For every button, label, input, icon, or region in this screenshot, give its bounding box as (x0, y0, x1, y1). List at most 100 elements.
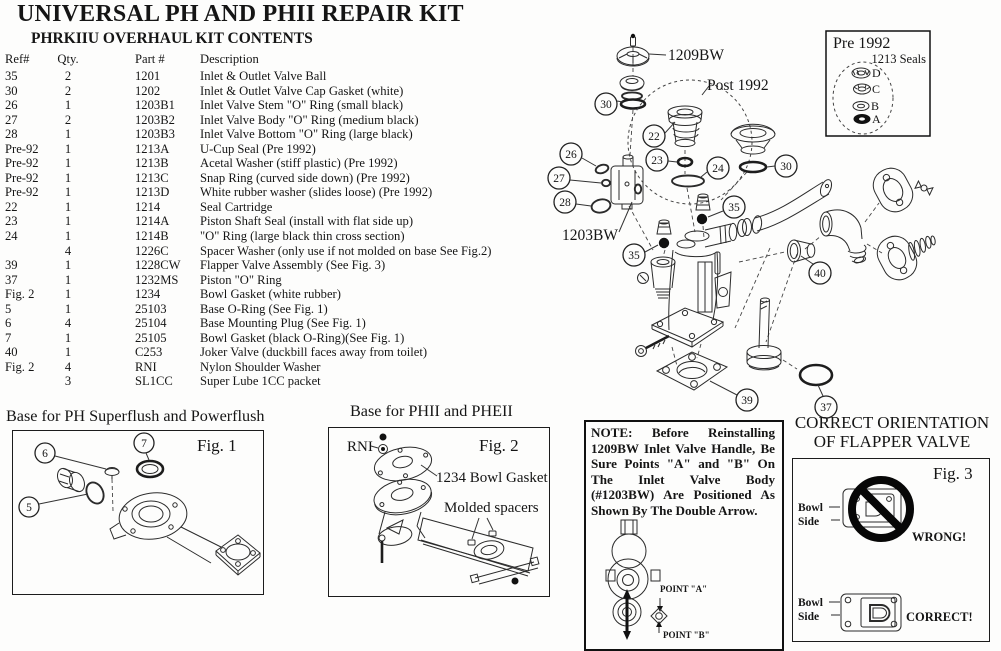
callout-35-left: 35 (622, 243, 659, 267)
base-drawing-fig2 (370, 433, 540, 585)
cell-ref: 37 (5, 272, 18, 287)
post-1992-group (627, 79, 753, 205)
cell-desc: Bowl Gasket (white rubber) (200, 287, 341, 302)
lower-flange-drawing (876, 235, 936, 281)
point-b-arrow (656, 621, 662, 633)
cell-part: 1228CW (135, 258, 181, 273)
cell-qty: 3 (64, 374, 72, 389)
seal-label-b: B (871, 99, 879, 113)
callout-6: 6 (34, 442, 107, 470)
seal-b-drawing (852, 101, 870, 111)
callout-5: 5 (18, 493, 89, 518)
cell-qty: 1 (64, 185, 72, 200)
upper-flange-drawing (872, 167, 914, 213)
cell-part: 1214A (135, 214, 170, 229)
cap-gasket-drawing (738, 160, 768, 174)
valve-body-part-label: 1203BW (562, 227, 618, 244)
cell-desc: Piston "O" Ring (200, 272, 282, 287)
table-row: 30 2 1202 Inlet & Outlet Valve Cap Gaske… (5, 84, 475, 99)
cell-desc: Snap Ring (curved side down) (Pre 1992) (200, 170, 410, 185)
cell-desc: Inlet Valve Bottom "O" Ring (large black… (200, 127, 413, 142)
cell-part: 25104 (135, 316, 167, 331)
cell-part: C253 (135, 345, 163, 360)
svg-text:37: 37 (820, 402, 832, 414)
svg-text:6: 6 (42, 448, 48, 460)
col-desc: Description (200, 52, 259, 66)
cell-ref: 39 (5, 258, 18, 273)
svg-text:28: 28 (559, 197, 571, 209)
table-row: 40 1 C253 Joker Valve (duckbill faces aw… (5, 345, 475, 360)
table-row: 27 2 1203B2 Inlet Valve Body "O" Ring (m… (5, 113, 475, 128)
cell-desc: Inlet & Outlet Valve Cap Gasket (white) (200, 83, 404, 98)
cell-ref: 27 (5, 112, 18, 127)
elbow-fitting-drawing (819, 209, 867, 264)
cell-desc: Acetal Washer (stiff plastic) (Pre 1992) (200, 156, 398, 171)
callout-39: 39 (709, 380, 759, 412)
cell-qty: 1 (64, 301, 72, 316)
cell-qty: 1 (64, 258, 72, 273)
flapper-gasket-drawing (655, 351, 729, 391)
post-1992-label: Post 1992 (707, 77, 769, 94)
svg-text:30: 30 (600, 99, 612, 111)
cell-part: 1214B (135, 229, 169, 244)
base-flange-stack-drawing (373, 478, 433, 516)
callout-23: 23 (645, 148, 678, 172)
correct-label: CORRECT! (906, 610, 973, 624)
hose-drawing (737, 179, 833, 237)
fig1-drawing: 6 7 5 (18, 432, 261, 576)
callout-28: 28 (553, 190, 592, 214)
piston-shaft-seal-drawing (676, 156, 694, 168)
cell-part: RNI (135, 359, 157, 374)
svg-text:5: 5 (26, 502, 32, 514)
pre-1992-title: Pre 1992 (833, 35, 890, 52)
pre-1992-box: Pre 1992 1213 Seals D C (825, 30, 931, 137)
molded-spacer-drawing (467, 539, 476, 546)
cell-desc: Super Lube 1CC packet (200, 374, 321, 389)
table-row: 37 1 1232MS Piston "O" Ring (5, 273, 475, 288)
callout-27: 27 (547, 166, 602, 190)
table-row: 4 1226C Spacer Washer (only use if not m… (5, 243, 492, 259)
table-row: Fig. 2 4 RNI Nylon Shoulder Washer (5, 360, 475, 375)
cell-ref: 7 (5, 330, 12, 345)
pre-1992-subtitle: 1213 Seals (871, 52, 926, 66)
cell-ref: 24 (5, 229, 18, 244)
cell-part: 1232MS (135, 272, 179, 287)
cell-part: SL1CC (135, 374, 173, 389)
table-row: 26 1 1203B1 Inlet Valve Stem "O" Ring (s… (5, 98, 475, 113)
pump-body-drawing (635, 222, 738, 357)
cell-ref: Pre-92 (5, 170, 39, 185)
seal-a-drawing (853, 114, 871, 124)
cell-ref: Fig. 2 (5, 287, 35, 302)
page-subtitle: PHRKIIU OVERHAUL KIT CONTENTS (31, 30, 313, 47)
molded-spacer-drawing (488, 530, 497, 537)
wrong-label: WRONG! (912, 530, 967, 544)
callout-24: 24 (700, 156, 730, 180)
fig3-label: Fig. 3 (933, 464, 973, 483)
cell-qty: 1 (64, 330, 72, 345)
fig1-label: Fig. 1 (197, 436, 237, 455)
table-row: 3 SL1CC Super Lube 1CC packet (5, 374, 475, 389)
cell-ref: 26 (5, 98, 18, 113)
fig2-label: Fig. 2 (479, 436, 519, 455)
fig2-box: Fig. 2 RNI 1234 Bowl Gasket Molded space… (328, 427, 550, 597)
joker-valve-drawing (787, 239, 816, 263)
cell-ref: 22 (5, 199, 18, 214)
callout-40: 40 (800, 255, 832, 285)
cell-desc: Seal Cartridge (200, 199, 273, 214)
callout-30-right: 30 (766, 154, 798, 178)
mounting-plug-drawing (57, 467, 85, 493)
cell-part: 1203B3 (135, 127, 175, 142)
cell-ref: Pre-92 (5, 156, 39, 171)
cell-part: 1213C (135, 170, 169, 185)
plug-cap-drawing (104, 467, 120, 479)
cell-qty: 1 (64, 141, 72, 156)
table-row: Fig. 2 1 1234 Bowl Gasket (white rubber) (5, 287, 475, 302)
svg-text:35: 35 (728, 202, 740, 214)
cell-qty: 4 (64, 243, 72, 258)
svg-text:26: 26 (565, 149, 577, 161)
seal-label-c: C (872, 82, 880, 96)
cell-part: 1234 (135, 287, 161, 302)
seal-c-drawing (853, 83, 871, 95)
cell-part: 1203B2 (135, 112, 175, 127)
cell-desc: Piston Shaft Seal (install with flat sid… (200, 214, 414, 229)
